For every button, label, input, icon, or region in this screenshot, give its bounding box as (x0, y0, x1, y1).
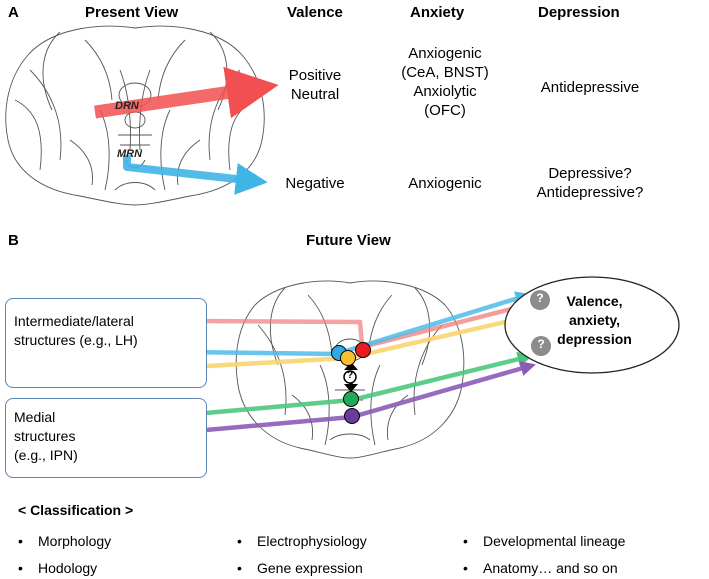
classification-item: •Electrophysiology (237, 533, 367, 549)
classification-gene-expression: Gene expression (257, 560, 363, 576)
classification-item: •Developmental lineage (463, 533, 626, 549)
depressive-text: Depressive? (548, 165, 632, 182)
intermediate-lateral-line1: Intermediate/lateral (14, 313, 134, 329)
green-dot-center (343, 391, 359, 407)
medial-text: Medial structures (e.g., IPN) (14, 408, 78, 465)
drn-arrow (94, 66, 279, 119)
center-question-circle (343, 370, 357, 384)
classification-electrophysiology: Electrophysiology (257, 533, 367, 549)
question-mark-bottom: ? (537, 337, 545, 351)
medial-box: Medial structures (e.g., IPN) (5, 398, 207, 478)
bidirectional-arrow-down-head (344, 384, 358, 392)
blue-arrow (338, 291, 531, 356)
panel-b-letter: B (8, 232, 19, 249)
intermediate-lateral-text: Intermediate/lateral structures (e.g., L… (14, 312, 138, 350)
classification-developmental-lineage: Developmental lineage (483, 533, 626, 549)
mrn-label: MRN (117, 148, 143, 160)
ofc-text: (OFC) (424, 102, 466, 119)
panel-a-letter: A (8, 4, 19, 21)
classification-item: •Gene expression (237, 560, 363, 576)
target-text: Valence, anxiety, depression (547, 292, 642, 349)
valence-header: Valence (287, 4, 343, 21)
red-arrow (361, 299, 533, 350)
question-mark-top: ? (536, 291, 544, 305)
depression-row1: Antidepressive (540, 79, 640, 96)
classification-anatomy: Anatomy… and so on (483, 560, 618, 576)
question-mark-center: ? (346, 370, 354, 381)
classification-item: •Morphology (18, 533, 112, 549)
target-anxiety: anxiety, (568, 312, 621, 328)
valence-positive-neutral: Positive Neutral (270, 66, 360, 104)
classification-morphology: Morphology (38, 533, 112, 549)
anxiety-row2: Anxiogenic (408, 175, 482, 192)
medial-line1: Medial (14, 409, 56, 425)
bidirectional-arrow-up-head (344, 362, 358, 370)
red-dot-center (355, 342, 371, 358)
depression-header: Depression (538, 4, 620, 21)
valence-positive: Positive (288, 67, 342, 84)
depression-row2: Depressive? Antidepressive? (510, 164, 670, 202)
question-circle-top (530, 290, 550, 310)
anxiogenic-text: Anxiogenic (408, 45, 482, 62)
question-circle-bottom (531, 336, 551, 356)
classification-item: •Hodology (18, 560, 98, 576)
drn-label: DRN (115, 100, 139, 112)
blue-connector (182, 349, 339, 357)
red-connector (192, 318, 365, 346)
cea-bnst-text: (CeA, BNST) (401, 64, 489, 81)
anxiety-row1: Anxiogenic (CeA, BNST) Anxiolytic (OFC) (380, 44, 510, 120)
future-view-title: Future View (306, 232, 391, 249)
intermediate-lateral-line2: structures (e.g., LH) (14, 332, 138, 348)
antidepressive-q-text: Antidepressive? (536, 184, 644, 201)
target-depression: depression (557, 331, 632, 347)
anxiety-header: Anxiety (410, 4, 465, 21)
intermediate-lateral-box: Intermediate/lateral structures (e.g., L… (5, 298, 207, 388)
medial-line3: (e.g., IPN) (14, 447, 78, 463)
target-valence: Valence, (566, 293, 623, 309)
classification-item: •Anatomy… and so on (463, 560, 618, 576)
present-view-header: Present View (85, 4, 179, 21)
mrn-arrow (123, 155, 268, 195)
valence-negative: Negative (285, 175, 345, 192)
medial-line2: structures (14, 428, 76, 444)
purple-dot-center (344, 408, 360, 424)
classification-hodology: Hodology (38, 560, 98, 576)
valence-neutral: Neutral (290, 86, 340, 103)
anxiolytic-text: Anxiolytic (413, 83, 477, 100)
classification-title: < Classification > (18, 502, 134, 518)
yellow-dot-center (340, 350, 356, 366)
